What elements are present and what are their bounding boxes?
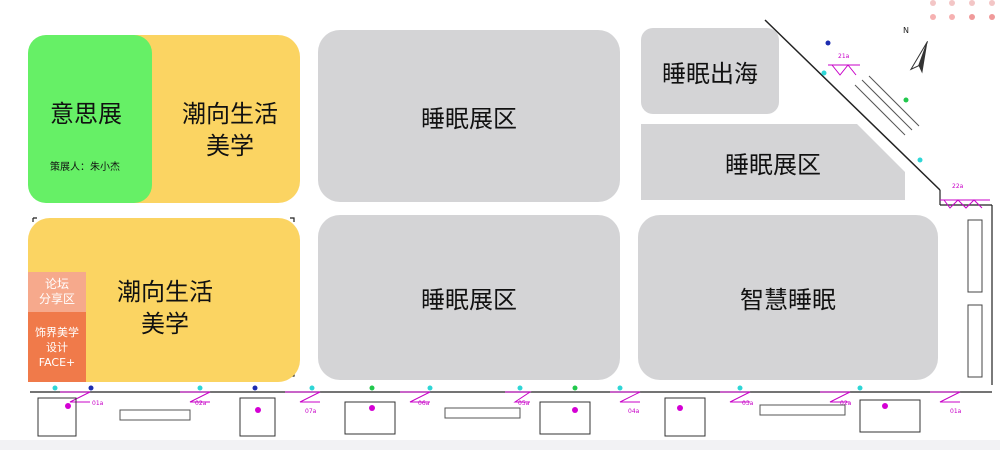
zone-smart-sleep-title: 智慧睡眠 — [740, 286, 836, 314]
zone-sleep-3[interactable]: 睡眠展区 — [318, 215, 620, 380]
svg-text:06a: 06a — [418, 400, 430, 407]
gate-22a — [940, 199, 990, 209]
zone-smart-sleep[interactable]: 智慧睡眠 — [638, 215, 938, 380]
svg-text:03a: 03a — [742, 400, 754, 407]
gate-22a-label: 22a — [952, 183, 964, 190]
compass-label: N — [903, 26, 909, 35]
zone-chaoxiang-top-title: 潮向生活 美学 — [182, 100, 278, 160]
svg-text:01a: 01a — [950, 408, 962, 415]
zone-yisi[interactable] — [28, 35, 152, 203]
zone-sleep-sea-title: 睡眠出海 — [662, 59, 758, 88]
zone-sleep-sea[interactable]: 睡眠出海 — [641, 28, 779, 114]
zone-forum[interactable]: 论坛 分享区 — [28, 272, 86, 312]
gate-21a-label: 21a — [838, 53, 850, 60]
gate-21a — [828, 64, 860, 76]
svg-text:07a: 07a — [305, 408, 317, 415]
svg-text:02a: 02a — [195, 400, 207, 407]
svg-text:05a: 05a — [518, 400, 530, 407]
zone-sleep-3-title: 睡眠展区 — [421, 286, 517, 314]
zone-yisi-curator: 策展人：朱小杰 — [50, 162, 120, 173]
bottom-rooms — [37, 397, 921, 437]
zone-sleep-2-title: 睡眠展区 — [725, 150, 821, 179]
zone-sleep-1[interactable]: 睡眠展区 — [318, 30, 620, 202]
svg-text:01a: 01a — [92, 400, 104, 407]
diagonal-wall — [764, 19, 941, 191]
zone-sleep-2[interactable]: 睡眠展区 — [641, 124, 905, 200]
zone-yisi-title: 意思展 — [50, 100, 122, 128]
compass-icon — [909, 41, 928, 74]
bottom-gates — [60, 391, 961, 403]
markers — [52, 40, 923, 413]
right-stair-1 — [967, 219, 983, 293]
corner-dots — [930, 0, 995, 20]
zone-chaoxiang-bottom-title: 潮向生活 美学 — [117, 278, 213, 338]
svg-text:02a: 02a — [840, 400, 852, 407]
zone-decor[interactable]: 饰界美学 设计FACE+ — [28, 312, 86, 382]
zone-sleep-1-title: 睡眠展区 — [421, 104, 517, 133]
right-stair-2 — [967, 304, 983, 378]
bottom-bar — [0, 440, 1000, 450]
bottom-escalators — [119, 404, 846, 421]
svg-text:04a: 04a — [628, 408, 640, 415]
